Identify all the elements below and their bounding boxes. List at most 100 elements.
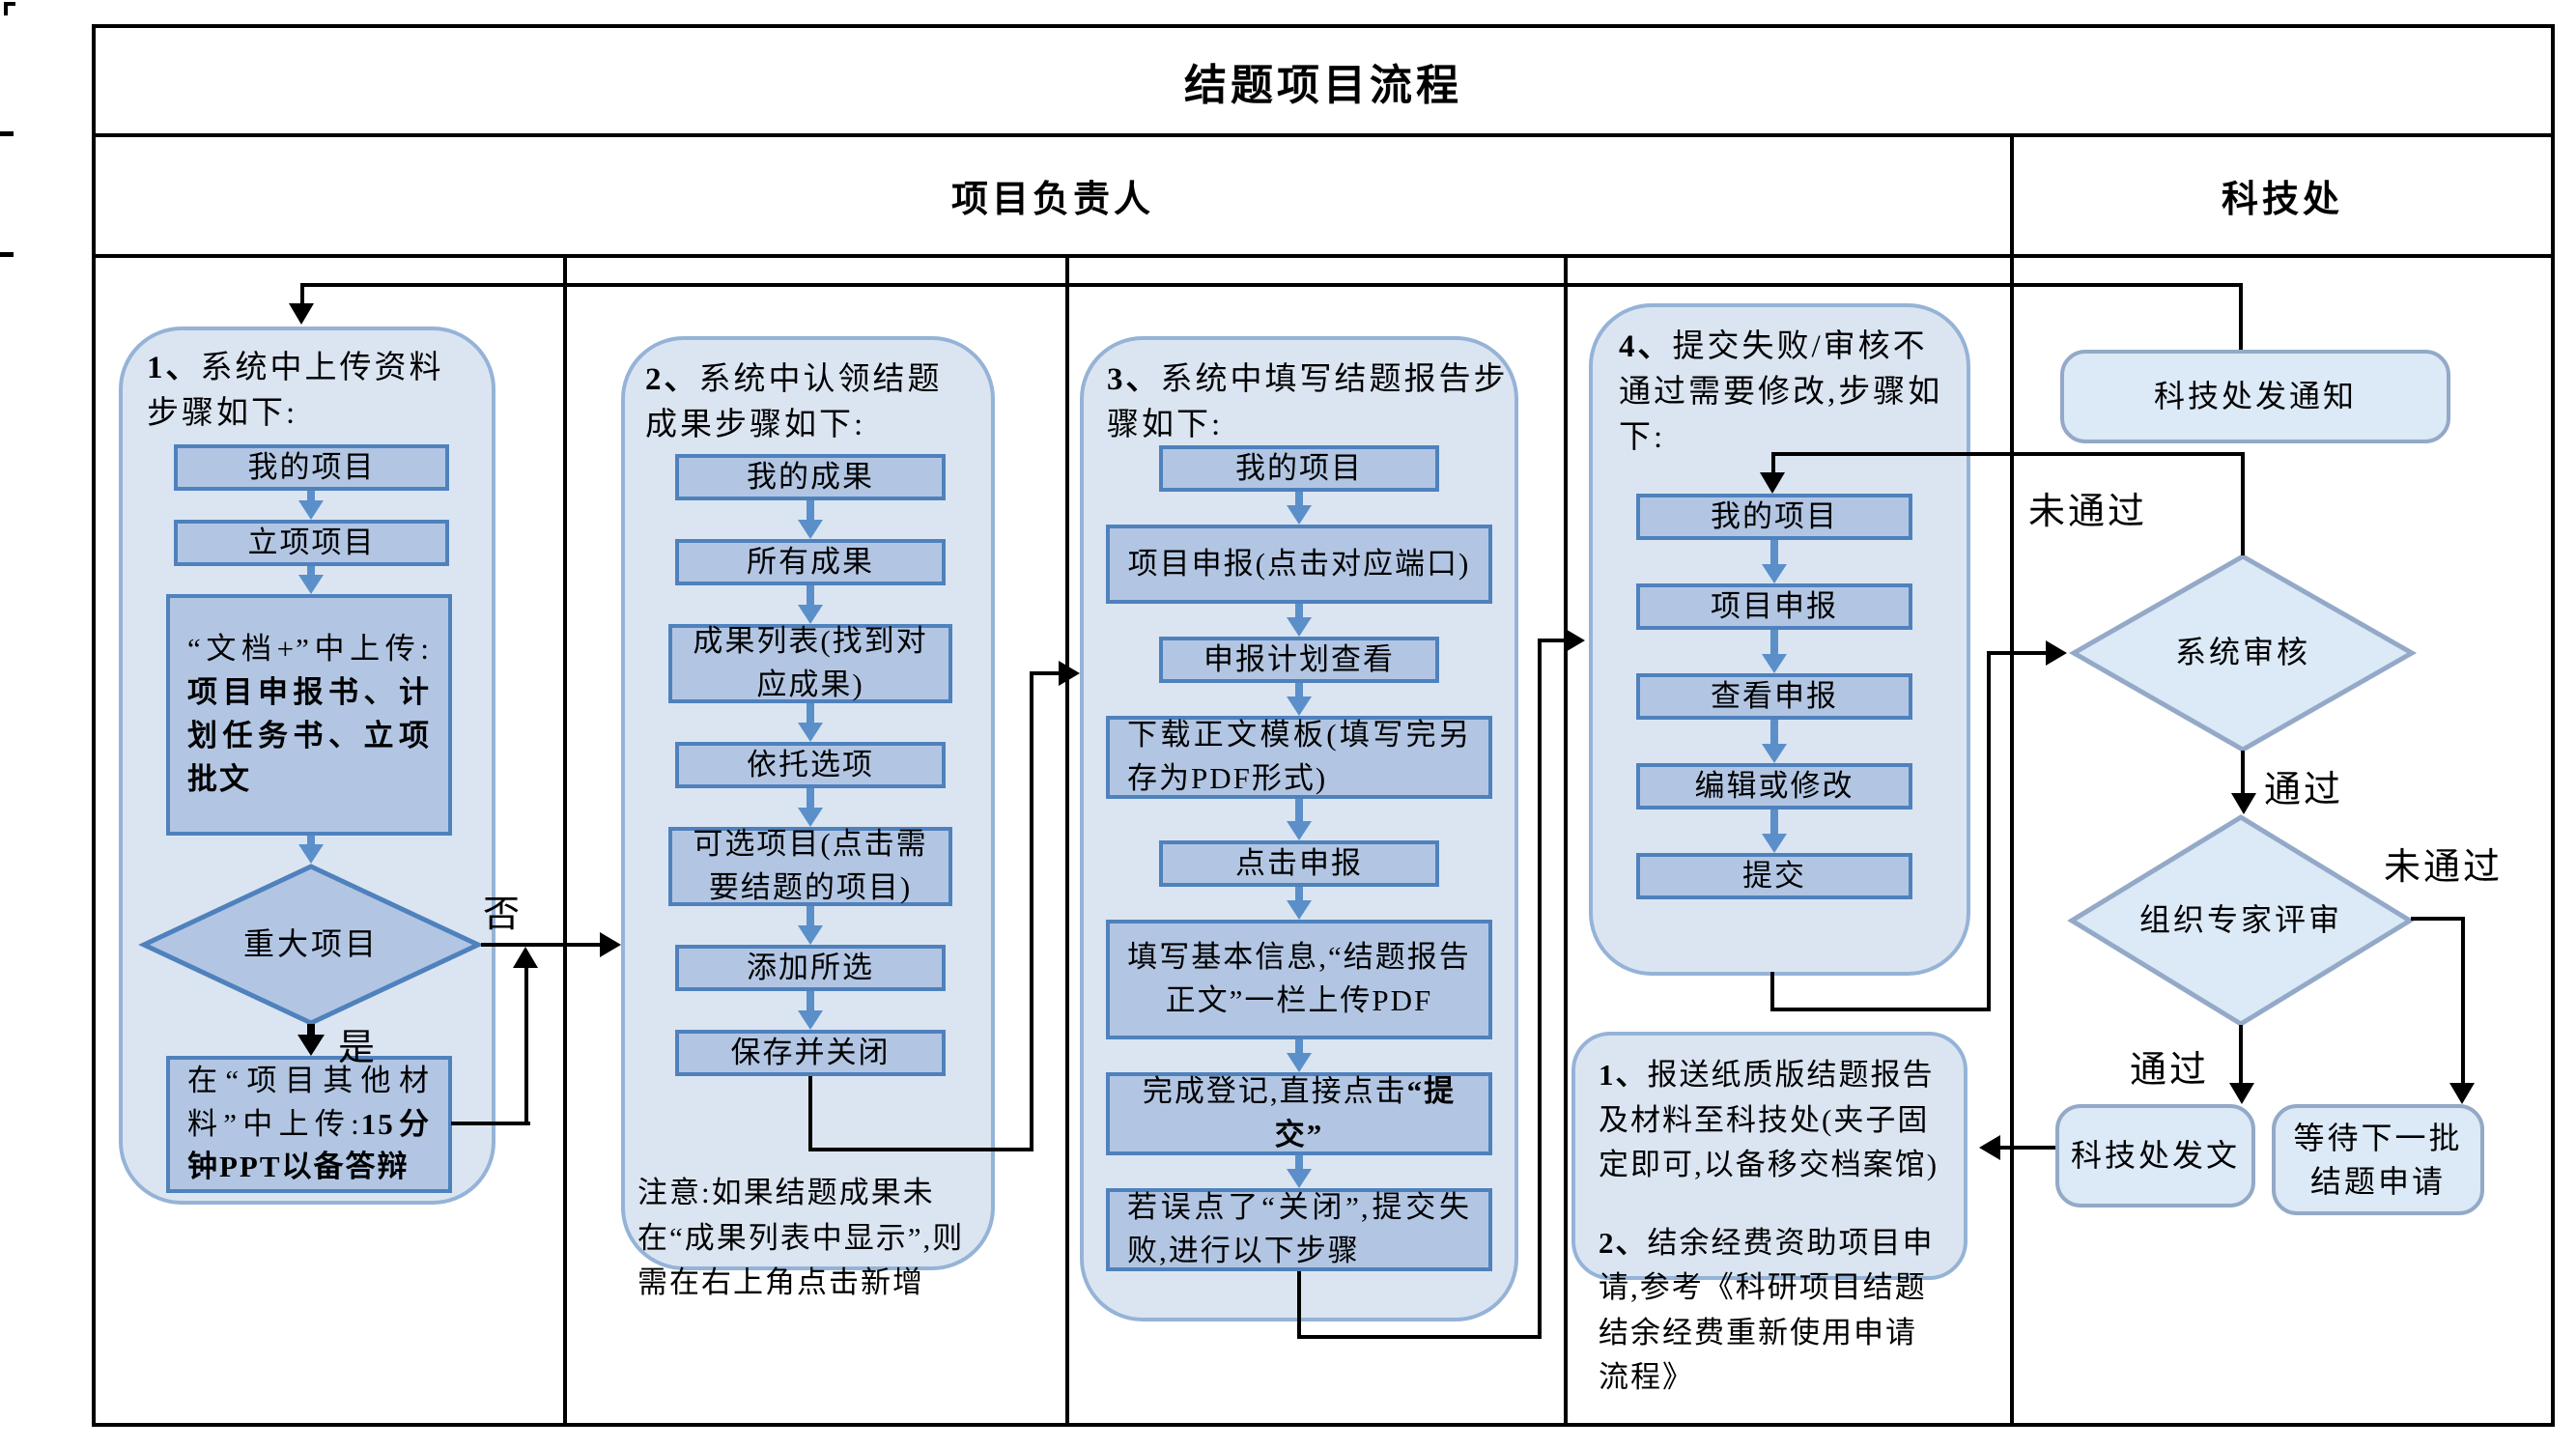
- row-divider: [92, 133, 2555, 137]
- connector: [2411, 917, 2465, 921]
- lane2-step-reliance-option: 依托选项: [675, 742, 946, 788]
- lane2-header: 2、系统中认领结题成果步骤如下:: [645, 357, 974, 448]
- label-fail-top: 未通过: [2028, 492, 2148, 532]
- lane3-step-download-template: 下载正文模板(填写完另存为PDF形式): [1106, 716, 1492, 799]
- connector: [1538, 639, 1542, 1339]
- connector: [1030, 671, 1033, 1151]
- connector: [2239, 285, 2243, 350]
- connector: [1987, 651, 1991, 1011]
- edge-tick: [0, 131, 14, 136]
- down-arrow-icon: [798, 723, 823, 742]
- lane4-step-my-projects: 我的项目: [1636, 494, 1912, 540]
- label-pass-mid: 通过: [2264, 770, 2344, 810]
- arrowhead-left: [1979, 1135, 2000, 1160]
- down-arrow-icon: [798, 1010, 823, 1030]
- lane1-diamond-major-project: [138, 864, 484, 1026]
- lane1-step-my-projects: 我的项目: [174, 444, 449, 491]
- down-arrow-icon: [1287, 1053, 1312, 1072]
- lane2-step-optional-projects: 可选项目(点击需要结题的项目): [668, 827, 952, 906]
- yes-arrow-icon: [307, 1024, 315, 1036]
- edge-tick: [0, 252, 14, 257]
- office-issue-box: 科技处发文: [2055, 1104, 2255, 1208]
- down-arrow-icon: [798, 605, 823, 624]
- down-arrow-icon: [1295, 492, 1303, 505]
- row-divider: [92, 254, 2555, 258]
- office-header-text: 科技处: [2221, 180, 2343, 220]
- edge-tick: [4, 2, 8, 15]
- down-arrow-icon: [1762, 564, 1787, 583]
- connector: [524, 966, 528, 1123]
- down-arrow-icon: [1770, 540, 1778, 564]
- label-fail-right: 未通过: [2384, 847, 2504, 888]
- lane1-step-approved-projects: 立项项目: [174, 520, 449, 566]
- down-arrow-icon: [1770, 810, 1778, 834]
- lane2-step-result-list: 成果列表(找到对应成果): [668, 624, 952, 703]
- lane3-step-plan-view: 申报计划查看: [1159, 637, 1439, 683]
- down-arrow-icon: [807, 585, 814, 605]
- arrowhead-down: [2231, 793, 2256, 814]
- down-arrow-icon: [1770, 720, 1778, 744]
- down-arrow-icon: [1287, 696, 1312, 716]
- arrowhead-down: [1760, 472, 1785, 494]
- down-arrow-icon: [1295, 1155, 1303, 1169]
- lane3-header-number: 3、: [1107, 362, 1161, 397]
- edge-tick: [4, 2, 15, 6]
- arrowhead-down: [2229, 1083, 2254, 1104]
- connector: [2241, 452, 2245, 555]
- connector: [2461, 917, 2465, 1085]
- lane4-step-view-declare: 查看申报: [1636, 673, 1912, 720]
- connector: [300, 283, 304, 305]
- page-title-text: 结题项目流程: [1184, 61, 1462, 109]
- down-arrow-icon: [1287, 617, 1312, 637]
- down-arrow-icon: [1287, 505, 1312, 525]
- connector: [1297, 1335, 1542, 1339]
- connector: [1987, 651, 2048, 655]
- down-arrow-icon: [1762, 654, 1787, 673]
- down-arrow-icon: [307, 836, 315, 844]
- lane4-note-text: 1、报送纸质版结题报告及材料至科技处(夹子固定即可,以备移交档案馆) 2、结余经…: [1599, 1058, 1939, 1394]
- lane1-header-text: 系统中上传资料步骤如下:: [147, 351, 444, 431]
- connector: [1297, 1271, 1301, 1339]
- connector: [1770, 1008, 1991, 1011]
- down-arrow-icon: [298, 575, 324, 594]
- table-frame: [92, 24, 2555, 1427]
- label-pass-bottom: 通过: [2130, 1050, 2210, 1091]
- column-header-office: 科技处: [2014, 137, 2551, 254]
- connector: [1771, 452, 2245, 456]
- lane3-step-my-projects: 我的项目: [1159, 445, 1439, 492]
- connector: [808, 1148, 1033, 1151]
- lane4-step-submit: 提交: [1636, 853, 1912, 899]
- arrowhead-right: [1564, 628, 1585, 653]
- lane3-header: 3、系统中填写结题报告步骤如下:: [1107, 357, 1528, 448]
- connector: [2239, 1025, 2243, 1085]
- down-arrow-icon: [798, 925, 823, 945]
- connector: [1030, 671, 1061, 675]
- lane-divider: [1065, 254, 1069, 1427]
- lane4-header-text: 提交失败/审核不通过需要修改,步骤如下:: [1619, 329, 1943, 455]
- office-diamond-expert-review: [2067, 814, 2415, 1027]
- connector: [451, 1122, 530, 1125]
- down-arrow-icon: [807, 500, 814, 520]
- lane2-header-number: 2、: [645, 362, 699, 397]
- lane3-step-submit: 完成登记,直接点击“提交”: [1106, 1072, 1492, 1155]
- lane3-step-click-declare: 点击申报: [1159, 840, 1439, 887]
- arrowhead-up: [513, 947, 538, 968]
- lane1-step-upload-ppt: 在“项目其他材料”中上传:15分钟PPT以备答辩: [166, 1056, 452, 1193]
- lane-divider: [563, 254, 567, 1427]
- lane2-note: 注意:如果结题成果未在“成果列表中显示”,则需在右上角点击新增: [637, 1176, 965, 1299]
- lane1-step-upload-documents: “文档+”中上传:项目申报书、计划任务书、立项批文: [166, 594, 452, 836]
- connector: [481, 943, 602, 947]
- label-no: 否: [483, 895, 524, 935]
- lane2-step-save-close: 保存并关闭: [675, 1030, 946, 1076]
- down-arrow-icon: [298, 844, 324, 864]
- connector: [808, 1076, 812, 1151]
- arrowhead-right: [1059, 661, 1080, 686]
- office-diamond-system-review: [2068, 554, 2418, 753]
- lane2-step-all-results: 所有成果: [675, 539, 946, 585]
- down-arrow-icon: [298, 500, 324, 520]
- lane2-step-my-results: 我的成果: [675, 454, 946, 500]
- lane3-header-text: 系统中填写结题报告步骤如下:: [1107, 362, 1509, 442]
- down-arrow-icon: [1295, 1039, 1303, 1053]
- connector: [1770, 972, 1774, 1011]
- down-arrow-icon: [1770, 630, 1778, 654]
